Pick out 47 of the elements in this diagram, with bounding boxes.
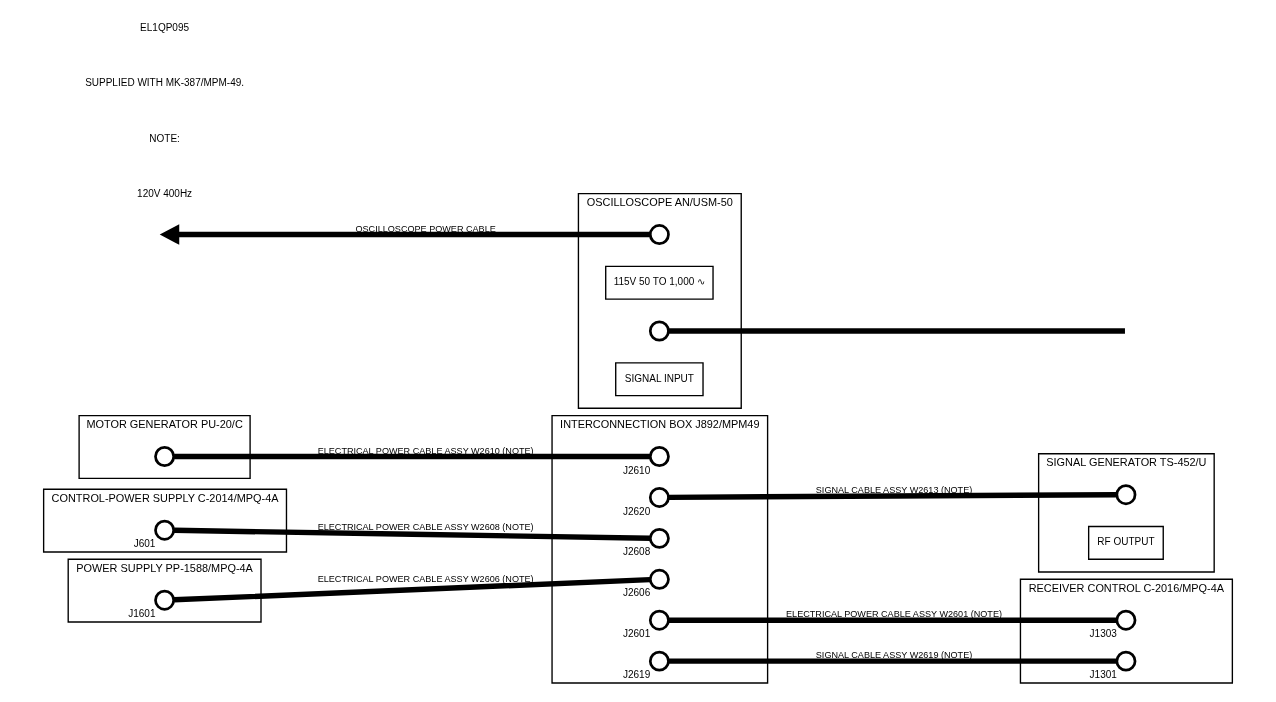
node-circle — [154, 519, 176, 541]
edge-label: ELECTRICAL POWER CABLE ASSY W2601 (NOTE) — [786, 609, 1002, 620]
node-label: J1601 — [128, 608, 156, 620]
node-label: J2608 — [623, 546, 651, 558]
node-label: J1303 — [1089, 628, 1117, 640]
edge-label: OSCILLOSCOPE POWER CABLE — [355, 223, 496, 234]
label: SUPPLIED WITH MK-387/MPM-49. — [85, 77, 245, 89]
node-box: SIGNAL INPUT — [615, 362, 704, 397]
node-box: RF OUTPUT — [1088, 525, 1164, 560]
connector — [174, 453, 651, 460]
node-label: J2619 — [623, 669, 651, 681]
label: NOTE: — [149, 132, 180, 144]
node-circle — [648, 224, 670, 246]
edge-label: ELECTRICAL POWER CABLE ASSY W2606 (NOTE) — [317, 574, 534, 585]
node-circle — [648, 609, 670, 631]
node-circle — [1115, 650, 1137, 672]
node-circle — [648, 446, 670, 467]
cluster: MOTOR GENERATOR PU-20/C — [78, 414, 251, 479]
node-circle — [648, 486, 670, 508]
node-label: J2620 — [623, 505, 651, 517]
connector — [668, 492, 1117, 501]
edge-label: SIGNAL CABLE ASSY W2619 (NOTE) — [815, 650, 973, 661]
node-label: J1301 — [1089, 669, 1117, 681]
label: 120V 400Hz — [137, 188, 193, 200]
edge-label: ELECTRICAL POWER CABLE ASSY W2610 (NOTE) — [317, 445, 534, 456]
node-circle — [154, 589, 176, 611]
connector — [174, 527, 651, 541]
node-circle — [1115, 609, 1137, 631]
node-label: J601 — [133, 538, 156, 550]
label: EL1QP095 — [140, 21, 190, 33]
node-label: J2601 — [623, 628, 651, 640]
node-circle — [154, 446, 176, 467]
connector — [173, 576, 651, 603]
connector — [668, 328, 1125, 334]
node-circle — [648, 527, 670, 549]
node-circle — [648, 320, 670, 342]
node-label: J2606 — [623, 587, 651, 599]
edge-label: SIGNAL CABLE ASSY W2613 (NOTE) — [815, 484, 973, 495]
node-circle — [648, 650, 670, 672]
edge-label: ELECTRICAL POWER CABLE ASSY W2608 (NOTE) — [317, 522, 534, 533]
connector — [668, 617, 1117, 623]
node-box: 115V 50 TO 1,000 ∿ — [605, 265, 714, 300]
arrow — [159, 224, 651, 245]
node-circle — [648, 568, 670, 590]
connector — [668, 658, 1117, 664]
node-label: J2610 — [623, 464, 651, 476]
node-circle — [1115, 484, 1137, 506]
